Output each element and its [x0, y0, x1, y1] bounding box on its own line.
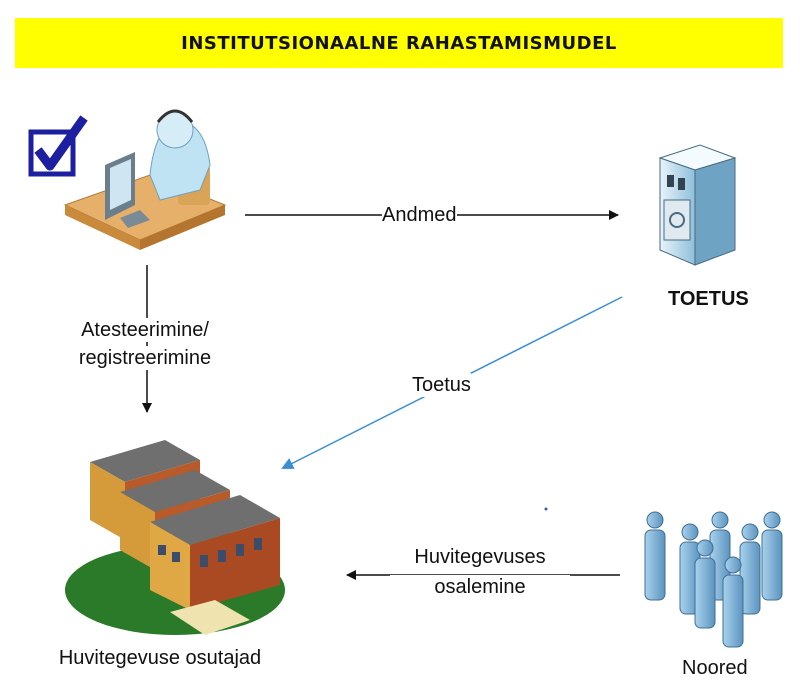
participation-label-line2: osalemine [390, 575, 570, 599]
stray-dot [544, 507, 548, 511]
page-title: INSTITUTSIONAALNE RAHASTAMISMUDEL [181, 32, 617, 54]
support-arrow-label: Toetus [412, 373, 471, 397]
certification-label-line2: registreerimine [55, 346, 235, 370]
data-arrow-label: Andmed [382, 203, 457, 227]
certification-label-line1: Atesteerimine/ [55, 318, 235, 342]
campus-buildings-icon [65, 440, 285, 635]
participation-label-line1: Huvitegevuses [390, 545, 570, 569]
title-banner: INSTITUTSIONAALNE RAHASTAMISMUDEL [15, 18, 783, 68]
youth-label: Noored [682, 656, 748, 680]
people-group-icon [644, 511, 783, 648]
funder-label: TOETUS [668, 288, 749, 310]
providers-label: Huvitegevuse osutajad [40, 646, 280, 670]
computer-operator-icon [63, 109, 227, 250]
checkbox-checked-icon [28, 115, 88, 177]
bank-building-icon [658, 144, 737, 266]
